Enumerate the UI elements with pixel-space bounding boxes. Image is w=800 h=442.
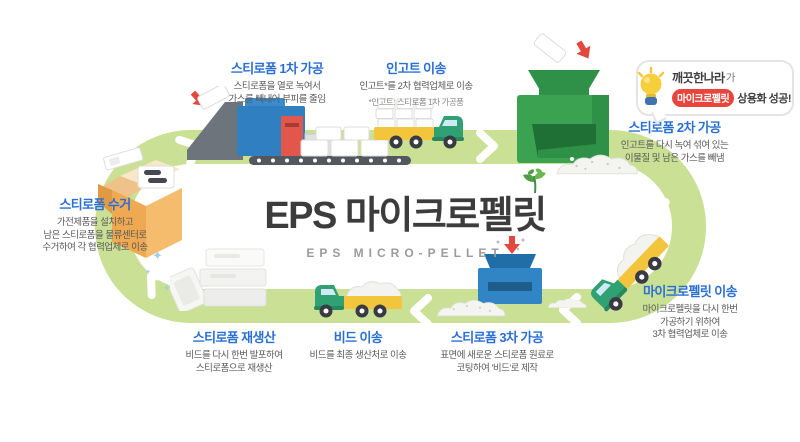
desc-line: 수거하여 각 협력업체로 이송 xyxy=(42,242,148,253)
desc-line: 가전제품을 설치하고 xyxy=(56,217,134,228)
station-bead-move: 비드 이송 비드를 최종 생산처로 이송 xyxy=(290,327,426,363)
center-title-block: EPS 마이크로펠릿 EPS MICRO-PELLET xyxy=(240,184,570,260)
bubble-particle: 가 xyxy=(725,72,736,84)
coating-machine-icon xyxy=(468,236,552,313)
station-desc: 표면에 새로운 스티로폼 원료로 코팅하여 '비드'로 제작 xyxy=(420,350,574,375)
chevron-arrow-icon xyxy=(475,129,501,168)
station-note: *인고트: 스티로폼 1차 가공품 xyxy=(368,96,464,107)
desc-line: 코팅하여 '비드'로 제작 xyxy=(456,362,538,374)
desc-line: 비드를 최종 생산처로 이송 xyxy=(309,350,407,361)
station-title: 스티로폼 재생산 xyxy=(192,330,276,345)
bubble-highlight-badge: 마이크로펠릿 xyxy=(672,89,735,107)
ingot-truck-icon xyxy=(374,98,466,155)
lightbulb-icon xyxy=(634,66,668,113)
station-title: 스티로폼 3차 가공 xyxy=(450,330,544,345)
station-title: 비드 이송 xyxy=(333,330,383,345)
station-pellet-move: 마이크로펠릿 이송 마이크로펠릿을 다시 한번 가공하기 위하여 3차 협력업체… xyxy=(612,281,768,342)
station-title: 스티로폼 수거 xyxy=(59,197,131,212)
station-desc: 인고트를 다시 녹여 섞여 있는 이물질 및 남은 가스를 빼냄 xyxy=(597,140,752,165)
styrofoam-stack-icon xyxy=(165,243,272,316)
desc-line: 남은 스티로폼을 물류센터로 xyxy=(43,229,147,241)
desc-line: 마이크로펠릿을 다시 한번 xyxy=(642,304,738,315)
styrofoam-box-icon xyxy=(96,142,188,265)
desc-line: 인고트*를 2차 협력업체로 이송 xyxy=(359,81,473,92)
desc-line: 3차 협력업체로 이송 xyxy=(652,329,728,340)
chevron-arrow-icon xyxy=(134,256,180,302)
sparkle-icon: ✦ xyxy=(145,269,151,276)
desc-line: 스티로폼으로 재생산 xyxy=(195,362,273,374)
station-desc: 스티로폼을 열로 녹여서 가스를 빼내어 부피를 줄임 xyxy=(202,81,352,106)
bubble-brand: 깨끗한나라 xyxy=(672,71,725,85)
station-desc: 비드를 최종 생산처로 이송 xyxy=(290,350,426,363)
station-desc: 가전제품을 설치하고 남은 스티로폼을 물류센터로 수거하여 각 협력업체로 이… xyxy=(15,217,175,255)
main-subtitle: EPS MICRO-PELLET xyxy=(306,246,504,260)
bead-pile-icon xyxy=(434,294,508,323)
station-process3: 스티로폼 3차 가공 표면에 새로운 스티로폼 원료로 코팅하여 '비드'로 제… xyxy=(420,327,574,375)
bubble-suffix: 상용화 성공! xyxy=(737,93,792,105)
desc-line: 이물질 및 남은 가스를 빼냄 xyxy=(624,152,725,164)
desc-line: 스티로폼을 열로 녹여서 xyxy=(233,81,321,92)
desc-line: 표면에 새로운 스티로폼 원료로 xyxy=(440,350,554,361)
desc-line: 비드를 다시 한번 발포하여 xyxy=(185,350,283,361)
pellet-truck-icon xyxy=(573,214,682,324)
station-title: 마이크로펠릿 이송 xyxy=(643,284,738,299)
station-collect: 스티로폼 수거 가전제품을 설치하고 남은 스티로폼을 물류센터로 수거하여 각… xyxy=(15,194,175,255)
station-desc: 인고트*를 2차 협력업체로 이송 xyxy=(341,81,491,94)
station-title: 스티로폼 1차 가공 xyxy=(230,61,324,76)
melting-machine-icon xyxy=(181,83,413,175)
station-desc: 비드를 다시 한번 발포하여 스티로폼으로 재생산 xyxy=(157,350,311,375)
station-process2: 스티로폼 2차 가공 인고트를 다시 녹여 섞여 있는 이물질 및 남은 가스를… xyxy=(597,117,752,165)
station-title: 스티로폼 2차 가공 xyxy=(628,120,721,135)
desc-line: 인고트를 다시 녹여 섞여 있는 xyxy=(620,140,729,151)
station-process1: 스티로폼 1차 가공 스티로폼을 열로 녹여서 가스를 빼내어 부피를 줄임 xyxy=(202,58,352,106)
leaf-sprig-icon xyxy=(518,168,552,199)
sparkle-icon: ✦ xyxy=(163,283,171,293)
chevron-arrow-icon xyxy=(407,289,433,328)
desc-line: 가공하기 위하여 xyxy=(660,316,720,328)
desc-line: 가스를 빼내어 부피를 줄임 xyxy=(228,93,326,105)
shredded-pile-icon xyxy=(553,148,641,181)
station-title: 인고트 이송 xyxy=(386,61,446,76)
main-title: EPS 마이크로펠릿 xyxy=(264,195,547,237)
sparkle-icon: ✦ xyxy=(152,248,163,263)
station-desc: 마이크로펠릿을 다시 한번 가공하기 위하여 3차 협력업체로 이송 xyxy=(612,304,768,342)
station-regen: 스티로폼 재생산 비드를 다시 한번 발포하여 스티로폼으로 재생산 xyxy=(157,327,311,375)
bead-pile-icon xyxy=(546,294,588,315)
chevron-arrow-icon xyxy=(630,196,670,223)
bead-truck-icon xyxy=(312,268,404,325)
hopper-machine-icon xyxy=(512,32,612,182)
station-ingot-move: 인고트 이송 인고트*를 2차 협력업체로 이송 *인고트: 스티로폼 1차 가… xyxy=(341,58,491,108)
